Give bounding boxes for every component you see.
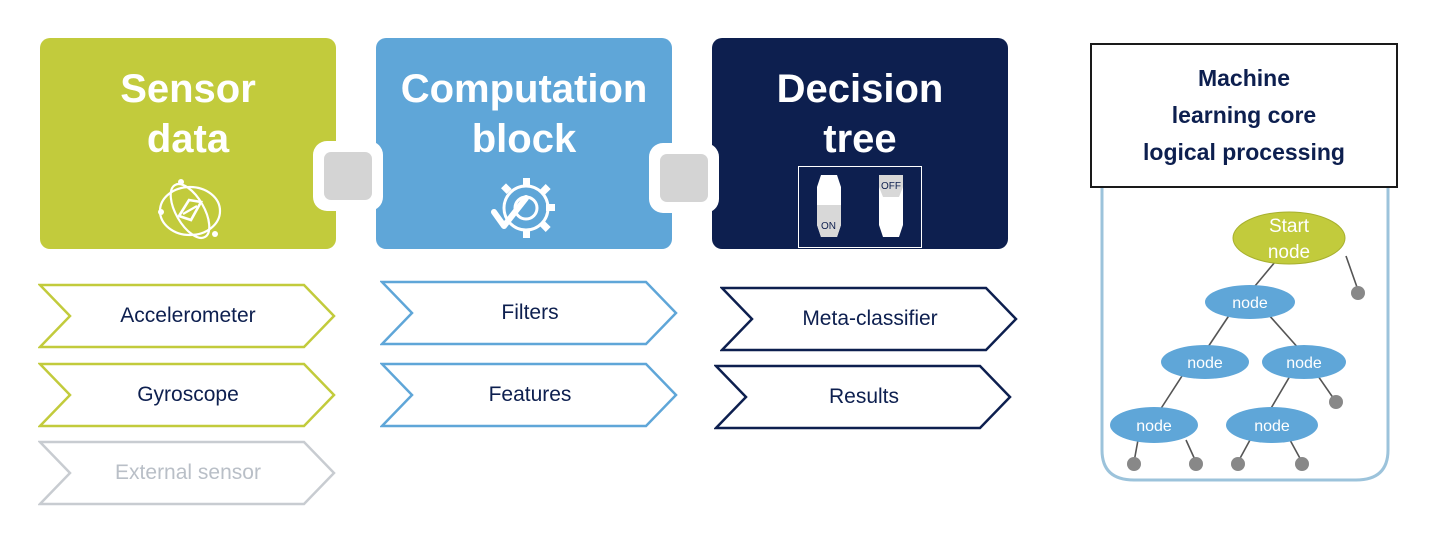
node-level-1: node [1205, 285, 1295, 319]
computation-block: Computation block [376, 38, 672, 249]
chevron-external-sensor: External sensor [38, 440, 338, 506]
node-label: node [1187, 355, 1223, 372]
features-label: Features [488, 383, 572, 406]
node-label: node [1286, 355, 1322, 372]
sensor-data-block: Sensor data [40, 38, 336, 249]
switch-off-label: OFF [881, 181, 901, 192]
node-label: node [1254, 418, 1290, 435]
chevron-gyroscope: Gyroscope [38, 362, 338, 428]
chevron-results: Results [714, 364, 1014, 430]
node-level-2-left: node [1161, 345, 1249, 379]
node-label: node [1232, 295, 1268, 312]
machine-learning-core-box: Machine learning core logical processing [1090, 43, 1398, 188]
chevron-filters: Filters [380, 280, 680, 346]
node-level-2-right: node [1262, 345, 1346, 379]
chevron-accelerometer: Accelerometer [38, 283, 338, 349]
on-off-switch-icon: ON OFF [798, 166, 922, 248]
external-sensor-label: External sensor [115, 461, 261, 484]
connector-sensor-computation [313, 141, 383, 211]
accelerometer-label: Accelerometer [120, 304, 256, 327]
chevron-meta-classifier: Meta-classifier [720, 286, 1020, 352]
sensor-data-title: Sensor data [120, 67, 256, 161]
decision-tree-block: Decision tree ON OFF [712, 38, 1008, 249]
decision-tree-title: Decision tree [776, 67, 944, 161]
node-label: node [1136, 418, 1172, 435]
meta-classifier-label: Meta-classifier [802, 307, 938, 330]
filters-label: Filters [501, 301, 559, 324]
results-label: Results [828, 385, 900, 408]
sensor-orbit-icon [158, 179, 222, 240]
chevron-features: Features [380, 362, 680, 428]
tree-container [1100, 180, 1390, 482]
switch-on-label: ON [821, 221, 836, 232]
gear-check-icon [491, 178, 555, 238]
leaf-nodes [1127, 286, 1365, 471]
connector-computation-decision [649, 143, 719, 213]
node-level-3-left: node [1110, 407, 1198, 443]
node-level-3-right: node [1226, 407, 1318, 443]
gyroscope-label: Gyroscope [137, 383, 239, 406]
machine-learning-core-title: Machine learning core logical processing [1143, 65, 1345, 165]
computation-block-title: Computation block [400, 67, 648, 161]
